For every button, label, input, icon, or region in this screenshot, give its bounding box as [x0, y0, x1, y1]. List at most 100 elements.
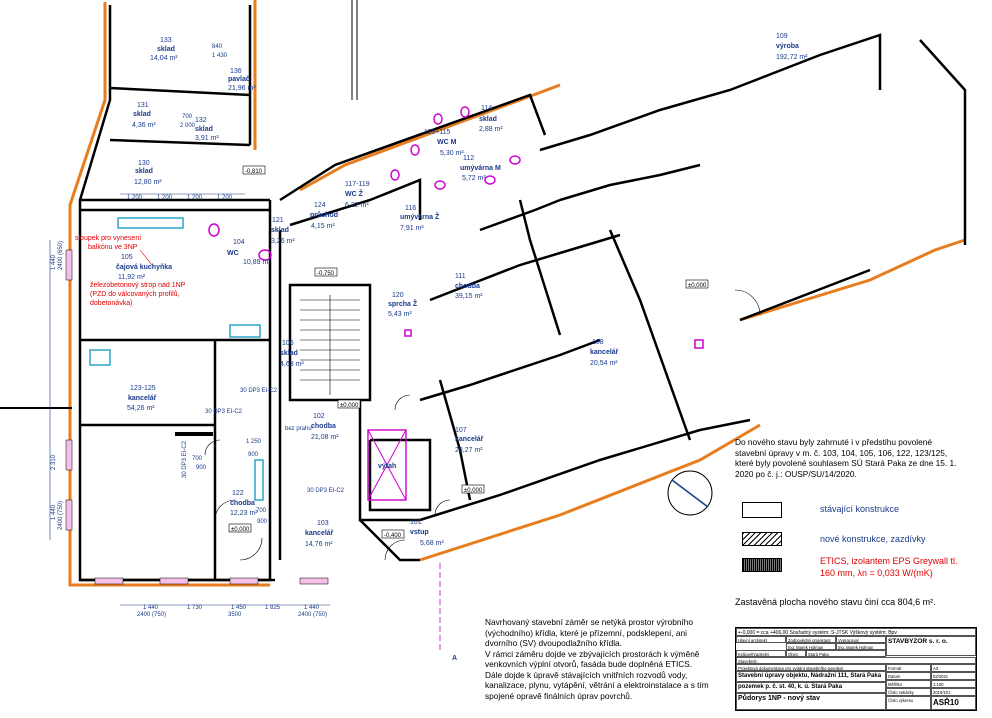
tb-order: 2019/101	[931, 688, 976, 696]
title-block: +-0,000 = cca +406,00 Souřadný systém: S…	[735, 627, 977, 711]
staircase	[300, 295, 360, 395]
tb-name1: Ing. Marek Holman	[786, 643, 836, 650]
info-note-line-2: stavební úpravy v m. č. 103, 104, 105, 1…	[735, 447, 948, 458]
tb-kraj: Královéhradecký	[736, 650, 786, 657]
kitchen-fixtures	[89, 217, 264, 501]
etics-outline	[68, 0, 966, 587]
room-107-area: 28,27 m²	[455, 447, 483, 454]
room-112-area: 5,72 m²	[462, 175, 486, 182]
dim-door-0: 840	[212, 44, 223, 50]
room-101-num: 101	[410, 519, 422, 526]
tb-designer: Zodpovědný projektant	[786, 636, 836, 643]
room-106-name: sklad	[280, 350, 298, 357]
legend-new-swatch	[742, 532, 782, 546]
legend-existing-swatch	[742, 502, 782, 518]
dim-bottom-1: 1 730	[187, 605, 203, 611]
room-122-num: 122	[232, 490, 244, 497]
level-markers: ±0,000 -0,750 -0,810 ±0,000 -0,400 ±0,00…	[228, 165, 709, 539]
no-threshold-label: bez prahu	[285, 426, 312, 432]
dim-door-1: 1 430	[212, 53, 228, 59]
room-136-area: 21,96 m²	[228, 85, 256, 92]
dim-door-15: 900	[248, 452, 259, 458]
room-104-num: 104	[233, 239, 245, 246]
room-114-area: 2,88 m²	[479, 126, 503, 133]
room-103-area: 14,76 m²	[305, 541, 333, 548]
elevator	[367, 429, 407, 501]
fire-door-3: 30 DP3 EI-C2	[307, 488, 345, 494]
tb-company: STAVBYZOR s. r. o.	[886, 636, 976, 656]
tb-architect: Hlavní architekt	[736, 636, 786, 643]
red-note-ceiling-3: dobetonávka)	[90, 300, 132, 307]
dim-top-0: 1 200	[127, 195, 143, 201]
legend-etics-swatch	[742, 558, 782, 572]
dim-left-4: 2400 (750)	[58, 501, 64, 530]
tb-scale-label: Měřítko	[886, 680, 931, 688]
room-101-name: vstup	[410, 529, 429, 536]
red-note-column-2: balkónu ve 3NP	[88, 244, 138, 251]
room-104-area: 10,89 m²	[243, 259, 271, 266]
fire-door-2: 30 DP3 EI-C2	[240, 388, 278, 394]
tb-obec-label: Obec:	[786, 650, 806, 657]
tb-drew: Vypracoval	[836, 636, 886, 643]
room-132-num: 132	[195, 117, 207, 124]
room-122-area: 12,23 m²	[230, 510, 258, 517]
room-121-area: 3,26 m²	[271, 238, 295, 245]
dim-left-1: 2400 (650)	[58, 241, 64, 270]
room-109-area: 192,72 m²	[776, 54, 808, 61]
north-arrow-icon	[667, 470, 713, 516]
room-130-area: 12,80 m²	[134, 179, 162, 186]
room-123-num: 123-125	[130, 385, 156, 392]
desc-line-5: venkovních výplní otvorů, fasáda bude do…	[485, 659, 693, 669]
red-note-ceiling-2: (PZD do válcovaných profilů,	[90, 290, 180, 298]
room-124-name: průchod	[310, 211, 338, 219]
room-102-area: 21,08 m²	[311, 434, 339, 441]
desc-line-2: (východního) křídla, které je přízemní, …	[485, 627, 687, 638]
room-124-area: 4,15 m²	[311, 223, 335, 230]
room-107-num: 107	[455, 427, 467, 434]
red-notes: sloupek pro vynesení balkónu ve 3NP žele…	[75, 235, 186, 307]
room-113-area: 5,30 m²	[440, 150, 464, 157]
desc-line-7: kanalizace, plynu, vytápění, větrání a e…	[485, 680, 709, 690]
desc-line-3: dvorního (SV) dvoupodlažního křídla.	[485, 638, 622, 648]
dim-bottom-2: 1 450	[231, 605, 247, 611]
dimension-lines	[49, 193, 330, 606]
room-133-num: 133	[160, 37, 172, 44]
room-130-num: 130	[138, 160, 150, 167]
room-120-name: sprcha Ž	[388, 299, 418, 308]
room-116-area: 7,91 m²	[400, 225, 424, 232]
info-note: Do nového stavu byly zahrnuté i v předst…	[735, 437, 985, 479]
room-117-area: 6,22 m²	[345, 202, 369, 209]
room-109-name: výroba	[776, 43, 799, 50]
tb-stage: Projektová dokumentace pro vydání staveb…	[736, 664, 886, 671]
room-120-num: 120	[392, 292, 404, 299]
legend-existing-label: stávající konstrukce	[820, 504, 900, 514]
room-116-num: 116	[405, 205, 416, 212]
room-114-name: sklad	[479, 116, 497, 123]
room-121-name: sklad	[271, 227, 289, 234]
tb-drawing: Půdorys 1NP - nový stav	[736, 693, 886, 710]
room-117-name: WC Ž	[345, 189, 364, 198]
fire-door-1: 30 DP3 EI-C2	[205, 409, 243, 415]
dim-left-2: 2 310	[51, 454, 57, 470]
dim-door-12: 700	[192, 456, 203, 462]
tb-format: A3	[931, 664, 976, 672]
room-105-area: 11,92 m²	[118, 274, 146, 281]
room-108-num: 108	[592, 339, 604, 346]
info-note-line-1: Do nového stavu byly zahrnuté i v předst…	[735, 437, 932, 447]
room-102-num: 102	[313, 413, 325, 420]
room-107-name: kancelář	[455, 436, 484, 443]
room-103-num: 103	[317, 520, 329, 527]
dim-door-4: 700	[182, 114, 193, 120]
tb-name2: Ing. Marek Holman	[836, 643, 886, 650]
room-112-name: umývárna M	[460, 165, 501, 172]
tb-header: +-0,000 = cca +406,00 Souřadný systém: S…	[736, 628, 976, 636]
fire-door-4: 30 DP3 EI-C2	[182, 440, 188, 478]
dim-top-2: 1 200	[187, 195, 203, 201]
dim-bottom-0: 1 440	[143, 605, 159, 611]
door-swings	[204, 289, 761, 561]
level-400: -0,400	[384, 533, 402, 539]
dim-bottom-low-1: 3500	[228, 612, 242, 618]
room-136-name: pavlač	[228, 76, 250, 83]
room-108-area: 20,54 m²	[590, 360, 618, 367]
level-0-107: ±0,000	[464, 488, 483, 494]
